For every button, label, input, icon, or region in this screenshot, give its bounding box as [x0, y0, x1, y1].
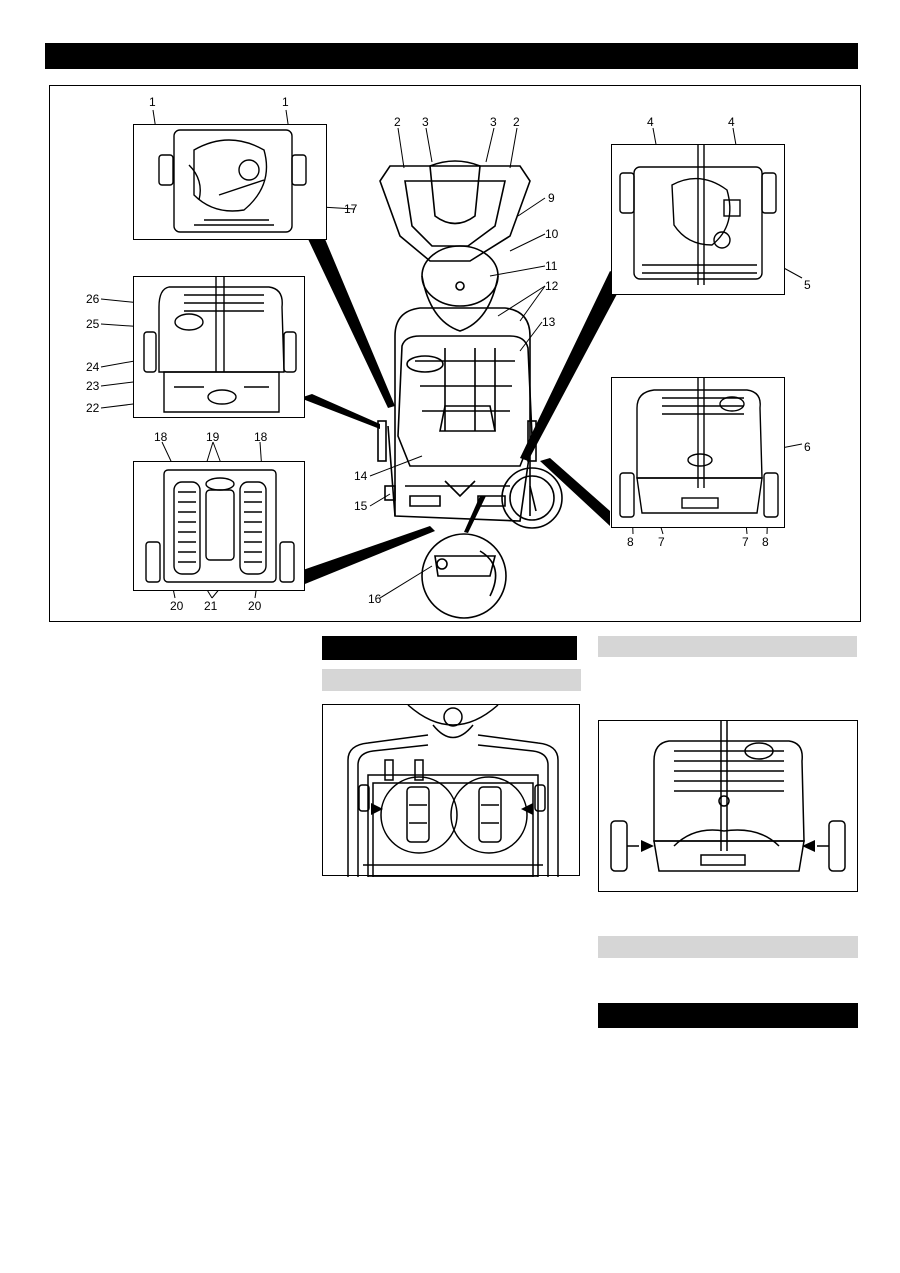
callout-20-left: 20 [170, 599, 184, 613]
callout-1-left: 1 [149, 95, 156, 109]
callout-3-left: 3 [422, 115, 429, 129]
callout-9: 9 [548, 191, 555, 205]
inset-top-right [611, 144, 785, 295]
callout-7-right: 7 [742, 535, 749, 549]
inset-mid-left [133, 276, 305, 418]
callout-11: 11 [545, 259, 558, 273]
inset-bottom-left [133, 461, 305, 591]
section-heading-bar-middle [322, 636, 577, 660]
callout-16: 16 [368, 592, 382, 606]
callout-20-right: 20 [248, 599, 262, 613]
page-header-bar [45, 43, 858, 69]
callout-15: 15 [354, 499, 368, 513]
callout-8-right: 8 [762, 535, 769, 549]
callout-14: 14 [354, 469, 368, 483]
callout-22: 22 [86, 401, 100, 415]
subsection-heading-bar-middle [322, 669, 581, 691]
callout-12: 12 [545, 279, 559, 293]
callout-10: 10 [545, 227, 559, 241]
callout-7-left: 7 [658, 535, 665, 549]
inset-bottom-right [611, 377, 785, 528]
inset-top-left [133, 124, 327, 240]
callout-26: 26 [86, 292, 100, 306]
subsection-heading-bar-right-1 [598, 636, 857, 657]
callout-3-right: 3 [490, 115, 497, 129]
callout-25: 25 [86, 317, 100, 331]
section-heading-bar-right [598, 1003, 858, 1028]
callout-19: 19 [206, 430, 220, 444]
overview-figure: 1 1 2 3 3 2 4 4 5 6 8 7 7 8 9 10 11 12 1… [49, 85, 861, 622]
callout-24: 24 [86, 360, 100, 374]
callout-4-left: 4 [647, 115, 654, 129]
callout-5: 5 [804, 278, 811, 292]
callout-17: 17 [344, 202, 358, 216]
subsection-heading-bar-right-2 [598, 936, 858, 958]
callout-4-right: 4 [728, 115, 735, 129]
callout-6: 6 [804, 440, 811, 454]
callout-2-right: 2 [513, 115, 520, 129]
callout-21: 21 [204, 599, 218, 613]
callout-8-left: 8 [627, 535, 634, 549]
wheel-mounting-figure [598, 720, 858, 892]
callout-18-right: 18 [254, 430, 268, 444]
callout-13: 13 [542, 315, 556, 329]
callout-18-left: 18 [154, 430, 168, 444]
overview-drawing [100, 109, 803, 619]
handle-adjustment-figure [322, 704, 580, 877]
callout-1-right: 1 [282, 95, 289, 109]
callout-23: 23 [86, 379, 100, 393]
callout-2-left: 2 [394, 115, 401, 129]
